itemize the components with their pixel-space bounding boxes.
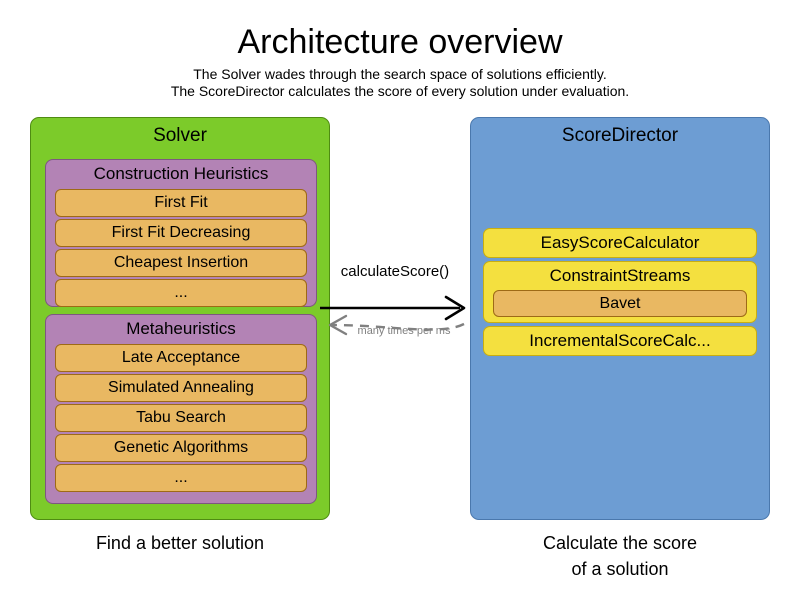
arrow-right-solid-icon xyxy=(320,295,466,321)
subtitle-line-1: The Solver wades through the search spac… xyxy=(193,66,607,82)
arrow-svg xyxy=(320,295,466,336)
arrow-left-dashed-icon xyxy=(328,314,465,336)
arrow-label-many-times-per-ms: many times per ms xyxy=(357,325,451,337)
list-item: First Fit Decreasing xyxy=(55,219,307,247)
group-metaheuristics: Metaheuristics Late Acceptance Simulated… xyxy=(45,314,317,504)
arrow-group: calculateScore() many times per ms xyxy=(320,262,490,354)
score-director-panel-title: ScoreDirector xyxy=(561,125,679,146)
score-director-panel: ScoreDirector EasyScoreCalculator Constr… xyxy=(470,117,770,520)
list-item: Genetic Algorithms xyxy=(55,434,307,462)
list-item: ... xyxy=(55,279,307,307)
caption-score-director-line-2: of a solution xyxy=(571,559,669,579)
group-title-construction-heuristics: Construction Heuristics xyxy=(93,164,269,183)
caption-score-director-line-1: Calculate the score xyxy=(542,533,698,553)
list-item: Late Acceptance xyxy=(55,344,307,372)
caption-score-director: Calculate the score of a solution xyxy=(470,530,770,582)
list-item: ... xyxy=(55,464,307,492)
calculator-label: IncrementalScoreCalc... xyxy=(529,331,711,350)
list-item: Simulated Annealing xyxy=(55,374,307,402)
diagram-header: Architecture overview The Solver wades t… xyxy=(0,22,800,100)
calculator-label: EasyScoreCalculator xyxy=(540,233,700,252)
subtitle-line-2: The ScoreDirector calculates the score o… xyxy=(170,83,630,99)
list-item: First Fit xyxy=(55,189,307,217)
list-item-constraint-streams: ConstraintStreams Bavet xyxy=(483,261,757,323)
solver-panel-title: Solver xyxy=(153,125,207,146)
group-items-metaheuristics: Late Acceptance Simulated Annealing Tabu… xyxy=(55,344,307,492)
caption-solver: Find a better solution xyxy=(95,533,265,553)
list-item: Tabu Search xyxy=(55,404,307,432)
page-title: Architecture overview xyxy=(237,23,563,61)
arrow-label-calculate-score: calculateScore() xyxy=(340,263,450,280)
list-item: Cheapest Insertion xyxy=(55,249,307,277)
list-item-incremental-score-calculator: IncrementalScoreCalc... xyxy=(483,326,757,356)
calculator-label: ConstraintStreams xyxy=(549,266,691,285)
group-title-metaheuristics: Metaheuristics xyxy=(126,319,236,338)
sub-item-bavet: Bavet xyxy=(493,290,747,317)
list-item-easy-score-calculator: EasyScoreCalculator xyxy=(483,228,757,258)
score-calculator-list: EasyScoreCalculator ConstraintStreams Ba… xyxy=(483,228,757,359)
group-items-construction-heuristics: First Fit First Fit Decreasing Cheapest … xyxy=(55,189,307,307)
solver-panel: Solver Construction Heuristics First Fit… xyxy=(30,117,330,520)
group-construction-heuristics: Construction Heuristics First Fit First … xyxy=(45,159,317,307)
